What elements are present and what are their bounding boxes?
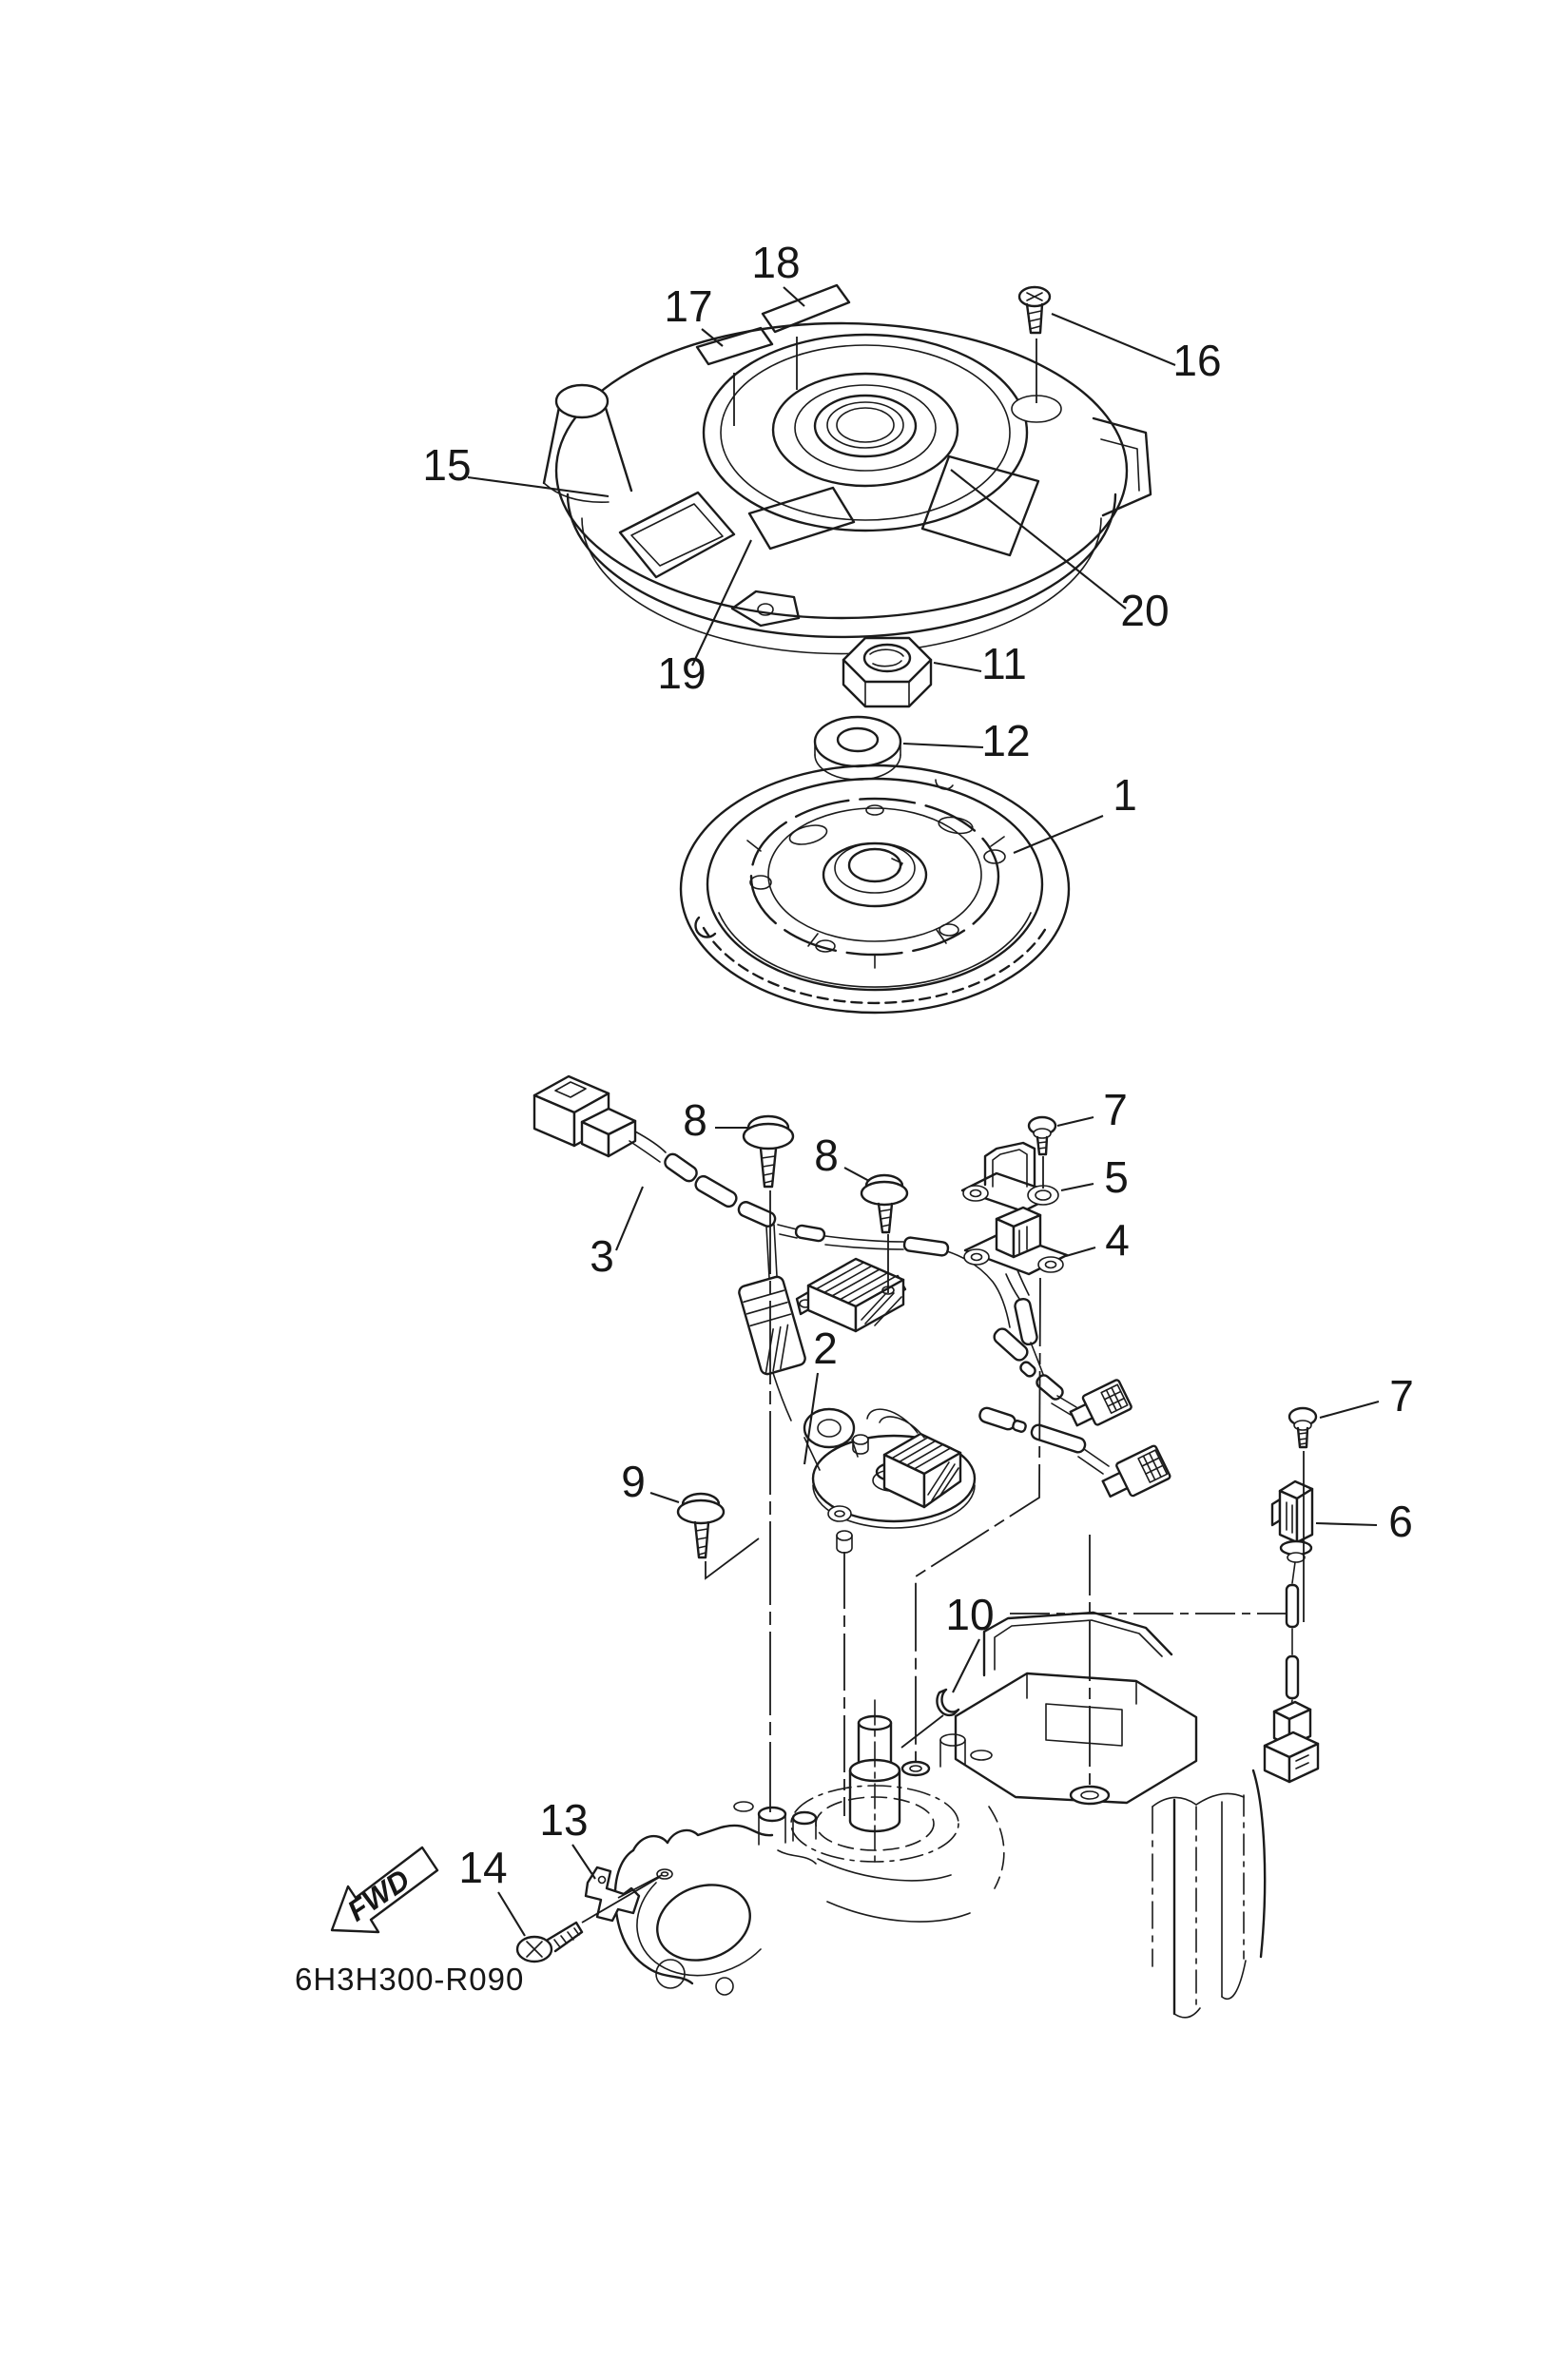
wire-clamp <box>584 1866 641 1923</box>
callout-11: 11 <box>981 639 1027 688</box>
crankshaft-nut <box>842 636 933 708</box>
callout-7b: 7 <box>1389 1371 1414 1421</box>
callout-2: 2 <box>813 1324 838 1373</box>
part-code: 6H3H300-R090 <box>295 1962 524 1997</box>
bolt-b <box>860 1173 909 1234</box>
callout-15: 15 <box>422 440 471 490</box>
flywheel-rotor <box>679 764 1071 1015</box>
callout-8b: 8 <box>814 1131 839 1180</box>
washer <box>813 715 902 781</box>
cover-front-sticker <box>747 486 856 551</box>
wire-harness <box>532 1074 1011 1421</box>
flywheel-cover <box>542 283 1152 655</box>
connector-c <box>1101 1444 1171 1499</box>
callout-17: 17 <box>664 281 712 331</box>
callouts: 18 17 16 15 20 19 11 12 1 8 8 7 5 4 3 2 … <box>422 238 1414 1937</box>
fwd-arrow: FWD <box>330 1846 439 1934</box>
cover-label-strip-front <box>695 326 774 366</box>
screw-sensor <box>1287 1406 1318 1449</box>
callout-7a: 7 <box>1103 1085 1128 1134</box>
bracket <box>960 1141 1059 1213</box>
connector-b <box>1069 1379 1132 1427</box>
callout-8a: 8 <box>683 1095 707 1145</box>
callout-14: 14 <box>458 1843 507 1892</box>
callout-20: 20 <box>1120 586 1169 635</box>
callout-5: 5 <box>1104 1152 1129 1202</box>
callout-9: 9 <box>621 1457 646 1506</box>
callout-10: 10 <box>945 1590 994 1639</box>
woodruff-key <box>936 1688 960 1717</box>
bolt-stator <box>676 1492 726 1559</box>
clamp-screw <box>515 1921 584 1963</box>
engine-block-sketch <box>613 1611 1267 2019</box>
screw-bracket <box>1027 1115 1057 1156</box>
callout-1: 1 <box>1113 770 1137 820</box>
callout-12: 12 <box>981 716 1030 765</box>
callout-13: 13 <box>539 1795 588 1845</box>
cover-label-strip-rear <box>761 283 851 334</box>
cdi-unit <box>738 1275 806 1376</box>
assembly-leader-lines <box>581 337 1305 1924</box>
bolt-a <box>742 1114 795 1189</box>
sensor <box>1263 1479 1320 1784</box>
callout-16: 16 <box>1172 336 1221 385</box>
callout-19: 19 <box>657 648 706 698</box>
stator-base-assembly <box>803 1327 1171 1554</box>
callout-4: 4 <box>1105 1215 1130 1265</box>
callout-18: 18 <box>751 238 800 287</box>
callout-3: 3 <box>590 1231 614 1281</box>
rectifier-unit <box>795 1257 907 1333</box>
callout-6: 6 <box>1388 1497 1413 1546</box>
cover-screw <box>1017 285 1052 335</box>
